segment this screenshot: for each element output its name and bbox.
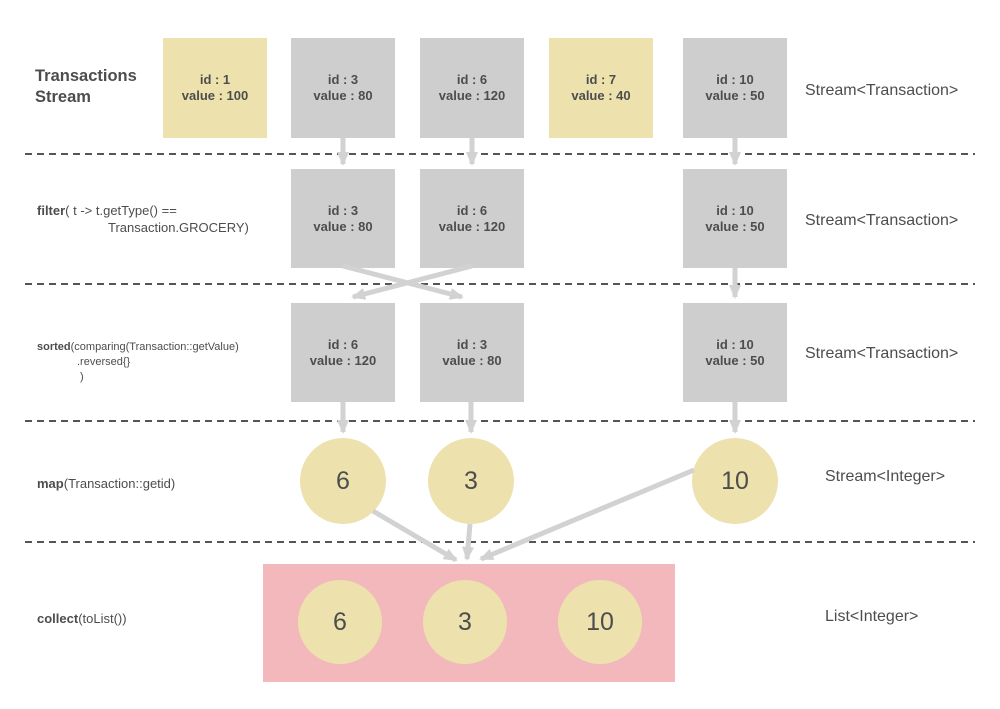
sorted-keyword: sorted [37,341,71,353]
collect-args: (toList()) [78,611,127,626]
transaction-id: id : 6 [456,202,488,218]
type-label-source: Stream<Transaction> [805,82,959,99]
sorted-box-id10: id : 10 value : 50 [683,303,787,402]
mapped-circle-6: 6 [300,438,386,524]
transaction-id: id : 6 [456,72,488,87]
transaction-id: id : 3 [456,336,488,352]
collected-circle-6: 6 [298,580,382,664]
arrow-filter-sorted-id6-cross [351,263,473,300]
title-line-2: Stream [35,88,91,106]
collect-keyword: collect [37,611,79,626]
type-label-map: Stream<Integer> [825,468,946,485]
transaction-value: value : 80 [313,88,373,103]
map-args: (Transaction::getid) [63,476,176,491]
transaction-id: id : 6 [327,336,359,352]
type-label-filter: Stream<Transaction> [805,212,959,229]
sorted-operation-label: sorted(comparing(Transaction::getValue) … [37,340,239,385]
mapped-circle-3: 3 [428,438,514,524]
transaction-value: value : 120 [309,352,377,368]
transaction-id: id : 10 [716,72,754,87]
transaction-value: value : 120 [438,218,506,234]
transaction-id: id : 3 [327,202,359,218]
transaction-box-id3: id : 3 value : 80 [291,38,395,138]
collected-circle-3: 3 [423,580,507,664]
map-keyword: map [37,476,64,491]
circle-value: 10 [721,466,749,495]
arrow-map-collect-6 [371,508,458,563]
transaction-value: value : 100 [181,88,249,103]
transaction-id: id : 10 [716,336,754,352]
filtered-box-id3: id : 3 value : 80 [291,169,395,268]
transaction-value: value : 50 [705,352,765,368]
circle-value: 10 [586,607,614,636]
diagram-title: Transactions Stream [35,66,137,108]
circle-value: 3 [458,607,472,636]
filtered-box-id6: id : 6 value : 120 [420,169,524,268]
map-operation-label: map(Transaction::getid) [37,475,175,492]
sorted-box-id6: id : 6 value : 120 [291,303,395,402]
transaction-id: id : 7 [585,72,617,87]
transaction-id: id : 1 [199,72,231,87]
transaction-box-id1: id : 1 value : 100 [163,38,267,138]
transaction-id: id : 3 [327,72,359,87]
sorted-args-1: (comparing(Transaction::getValue) [70,341,239,353]
circle-value: 6 [333,607,347,636]
transaction-value: value : 50 [705,88,765,103]
transaction-id: id : 10 [716,202,754,218]
type-label-sorted: Stream<Transaction> [805,345,959,362]
filter-keyword: filter [37,203,66,218]
title-line-1: Transactions [35,67,137,85]
arrow-map-collect-3 [462,523,475,561]
transaction-value: value : 50 [705,218,765,234]
transaction-box-id7: id : 7 value : 40 [549,38,653,138]
sorted-args-2: .reversed{} [77,356,131,368]
transaction-value: value : 120 [438,88,506,103]
filtered-box-id10: id : 10 value : 50 [683,169,787,268]
arrow-filter-sorted-id3-cross [342,263,464,300]
filter-operation-label: filter( t -> t.getType() == Transaction.… [37,202,249,236]
collect-operation-label: collect(toList()) [37,610,127,627]
transaction-value: value : 40 [571,88,631,103]
filter-args-1: ( t -> t.getType() == [65,203,177,218]
transaction-value: value : 80 [313,218,373,234]
circle-value: 3 [464,466,478,495]
filter-label-line1: filter( t -> t.getType() == [37,202,249,219]
transaction-value: value : 80 [442,352,502,368]
type-label-collect: List<Integer> [825,608,919,625]
transaction-box-id10: id : 10 value : 50 [683,38,787,138]
transaction-box-id6: id : 6 value : 120 [420,38,524,138]
sorted-label-line1: sorted(comparing(Transaction::getValue) [37,340,239,355]
circle-value: 6 [336,466,350,495]
collected-circle-10: 10 [558,580,642,664]
mapped-circle-10: 10 [692,438,778,524]
sorted-box-id3: id : 3 value : 80 [420,303,524,402]
filter-args-2: Transaction.GROCERY) [108,220,249,235]
sorted-args-3: ) [80,371,84,383]
